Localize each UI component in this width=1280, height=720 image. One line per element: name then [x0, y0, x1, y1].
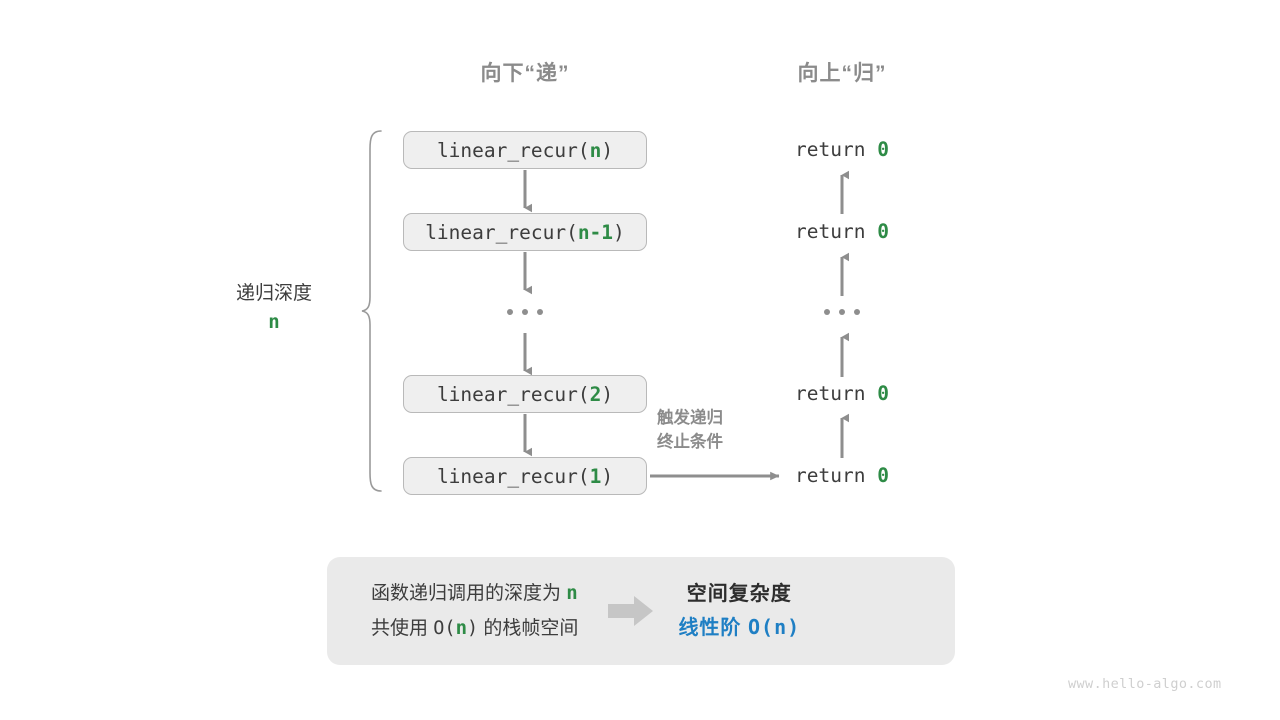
header-ascend: 向上“归”	[797, 62, 887, 85]
summary-complexity-title: 空间复杂度	[686, 582, 792, 605]
summary-line-2-prefix: 共使用	[371, 618, 434, 639]
call-box-2[interactable]: linear_recur(2)	[403, 375, 647, 413]
ellipsis-dot	[537, 309, 543, 315]
ellipsis-dot	[839, 309, 845, 315]
call-box-arg: n-1	[577, 220, 614, 244]
summary-line-1: 函数递归调用的深度为 n	[371, 576, 578, 611]
return-keyword: return	[795, 382, 866, 405]
call-box-fn: linear_recur(	[436, 464, 590, 488]
call-box-close: )	[613, 220, 625, 244]
call-box-close: )	[601, 464, 614, 488]
summary-line-2: 共使用 O(n) 的栈帧空间	[371, 611, 578, 646]
ellipsis-dot	[507, 309, 513, 315]
call-box-fn: linear_recur(	[436, 382, 590, 406]
call-box-n[interactable]: linear_recur(n)	[403, 131, 647, 169]
return-label-2: return 0	[742, 382, 942, 405]
termination-note: 触发递归 终止条件	[657, 406, 723, 454]
return-label-n: return 0	[742, 138, 942, 161]
call-box-arg: 1	[589, 464, 602, 488]
header-descend: 向下“递”	[480, 62, 570, 85]
ellipsis-dot	[522, 309, 528, 315]
ellipsis-dot	[824, 309, 830, 315]
summary-complexity-bigo: O(n)	[748, 614, 801, 639]
descend-ellipsis	[507, 309, 543, 315]
ascend-ellipsis	[824, 309, 860, 315]
summary-line-1-var: n	[566, 582, 578, 604]
summary-complexity-value: 线性阶 O(n)	[678, 611, 800, 645]
call-box-1[interactable]: linear_recur(1)	[403, 457, 647, 495]
summary-complexity-order: 线性阶	[678, 616, 748, 639]
summary-line-2-bigo-open: O(	[433, 618, 456, 639]
summary-line-2-var: n	[455, 617, 468, 639]
call-box-arg: n	[589, 138, 602, 162]
return-keyword: return	[795, 220, 866, 243]
call-box-fn: linear_recur(	[425, 220, 578, 244]
summary-left-text: 函数递归调用的深度为 n 共使用 O(n) 的栈帧空间	[327, 576, 578, 646]
watermark: www.hello-algo.com	[1068, 676, 1222, 692]
recursion-depth-value: n	[268, 311, 280, 333]
termination-note-line2: 终止条件	[657, 433, 723, 451]
recursion-depth-text: 递归深度	[235, 283, 312, 304]
summary-line-2-bigo-close: )	[467, 618, 479, 639]
ellipsis-dot	[854, 309, 860, 315]
call-box-n-minus-1[interactable]: linear_recur(n-1)	[403, 213, 647, 251]
return-keyword: return	[795, 138, 866, 161]
recursion-depth-label: 递归深度 n	[174, 281, 374, 337]
call-box-fn: linear_recur(	[436, 138, 590, 162]
call-box-arg: 2	[589, 382, 602, 406]
summary-line-2-suffix: 的栈帧空间	[478, 618, 579, 639]
termination-note-line1: 触发递归	[657, 409, 723, 427]
return-label-1: return 0	[742, 464, 942, 487]
call-box-close: )	[601, 138, 614, 162]
return-value: 0	[877, 220, 889, 243]
summary-panel: 函数递归调用的深度为 n 共使用 O(n) 的栈帧空间 空间复杂度 线性阶 O(…	[327, 557, 955, 665]
return-value: 0	[877, 138, 889, 161]
summary-right-text: 空间复杂度 线性阶 O(n)	[678, 578, 826, 645]
return-value: 0	[877, 464, 889, 487]
right-block-arrow-icon	[608, 594, 654, 628]
call-box-close: )	[601, 382, 614, 406]
return-keyword: return	[795, 464, 866, 487]
return-value: 0	[877, 382, 889, 405]
return-label-n-minus-1: return 0	[742, 220, 942, 243]
summary-line-1-text: 函数递归调用的深度为	[371, 583, 567, 604]
